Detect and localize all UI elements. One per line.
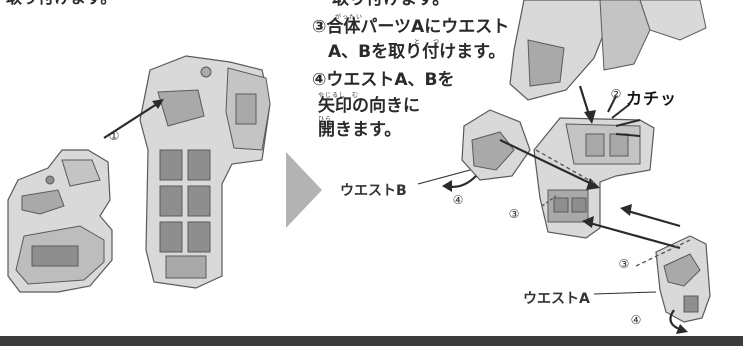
step-number-4-lower: ④ (630, 313, 642, 327)
combined-part-a (533, 117, 655, 239)
left-tall-part (139, 55, 271, 289)
furigana-gattai: がったい (335, 14, 364, 21)
step-number-1: ① (108, 129, 120, 143)
step4-line3: 開きます。 (318, 120, 402, 140)
bottom-bar (0, 336, 743, 346)
arrow-step1 (103, 101, 161, 139)
waist-a-part (655, 235, 711, 323)
waist-b-part (461, 109, 531, 181)
arrow-waist-b-attach (499, 139, 597, 187)
waist-b-label: ウエストB (340, 183, 407, 199)
step-number-3-center: ③ (508, 207, 520, 221)
furigana-yajirushi: やじるし (318, 92, 347, 99)
click-burst (607, 95, 641, 137)
step4-line2: 矢印の向きに (318, 96, 420, 116)
furigana-to: と (414, 39, 422, 46)
step-number-4-waist-b: ④ (452, 193, 464, 207)
step-number-2: ② (610, 87, 622, 101)
right-top-part (509, 0, 707, 101)
top-left-text-fragment: 取り付けます。 (6, 0, 116, 8)
waist-a-label: ウエストA (523, 291, 590, 307)
click-sound-label: カチッ (626, 89, 678, 108)
arrow-waist-a-attach (585, 220, 681, 250)
step3-line1: ③合体パーツAにウエスト (312, 17, 510, 37)
next-step-triangle (286, 152, 322, 228)
left-small-part (7, 149, 113, 293)
furigana-tsu: つ (433, 39, 441, 46)
furigana-mu: む (352, 92, 360, 99)
step-number-3-lower: ③ (618, 257, 630, 271)
furigana-hira: ひら (318, 116, 333, 123)
step4-line1: ④ウエストA、Bを (312, 70, 455, 90)
arrow-waist-a-attach-2 (623, 208, 681, 228)
top-right-text-fragment: 取り付けます。 (332, 0, 449, 9)
step3-line2: A、Bを取り付けます。 (328, 42, 506, 62)
